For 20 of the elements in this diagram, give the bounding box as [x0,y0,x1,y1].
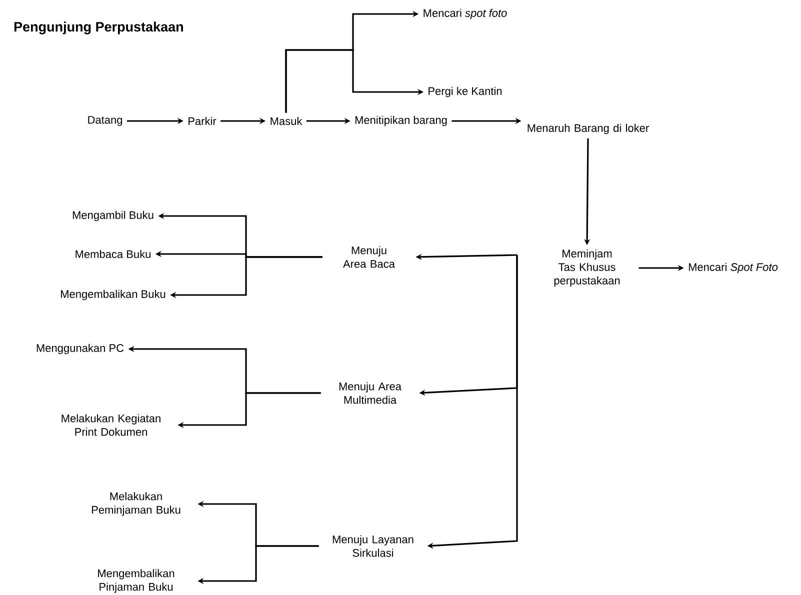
step-label: Mencari Spot Foto [688,262,778,274]
step-label: Datang [88,116,122,126]
step-label: Parkir [188,116,216,126]
step-label: Menuju Area Baca [343,246,395,268]
step-label: Mengambil Buku [72,210,154,222]
step-label: Meminjam Tas Khusus perpustakaan [554,249,620,287]
step-label: Mencari spot foto [424,8,507,20]
step-label: Mengembalikan Pinjaman Buku [98,569,174,593]
step-label: Masuk [270,116,302,126]
step-label: Menuju Area Multimedia [339,382,402,404]
step-label: Menitipikan barang [355,116,447,126]
title: Pengunjung Perpustakaan [14,22,183,34]
step-label: Menuju Layanan Sirkulasi [332,535,414,557]
step-label: Menaruh Barang di loker [528,124,649,134]
step-label: Menggunakan PC [36,344,124,354]
step-label: Mengembalikan Buku [61,290,166,300]
step-label: Melakukan Peminjaman Buku [92,492,180,516]
step-label: Melakukan Kegiatan Print Dokumen [62,414,160,436]
step-label: Pergi ke Kantin [428,86,502,98]
step-label: Membaca Buku [76,250,150,258]
